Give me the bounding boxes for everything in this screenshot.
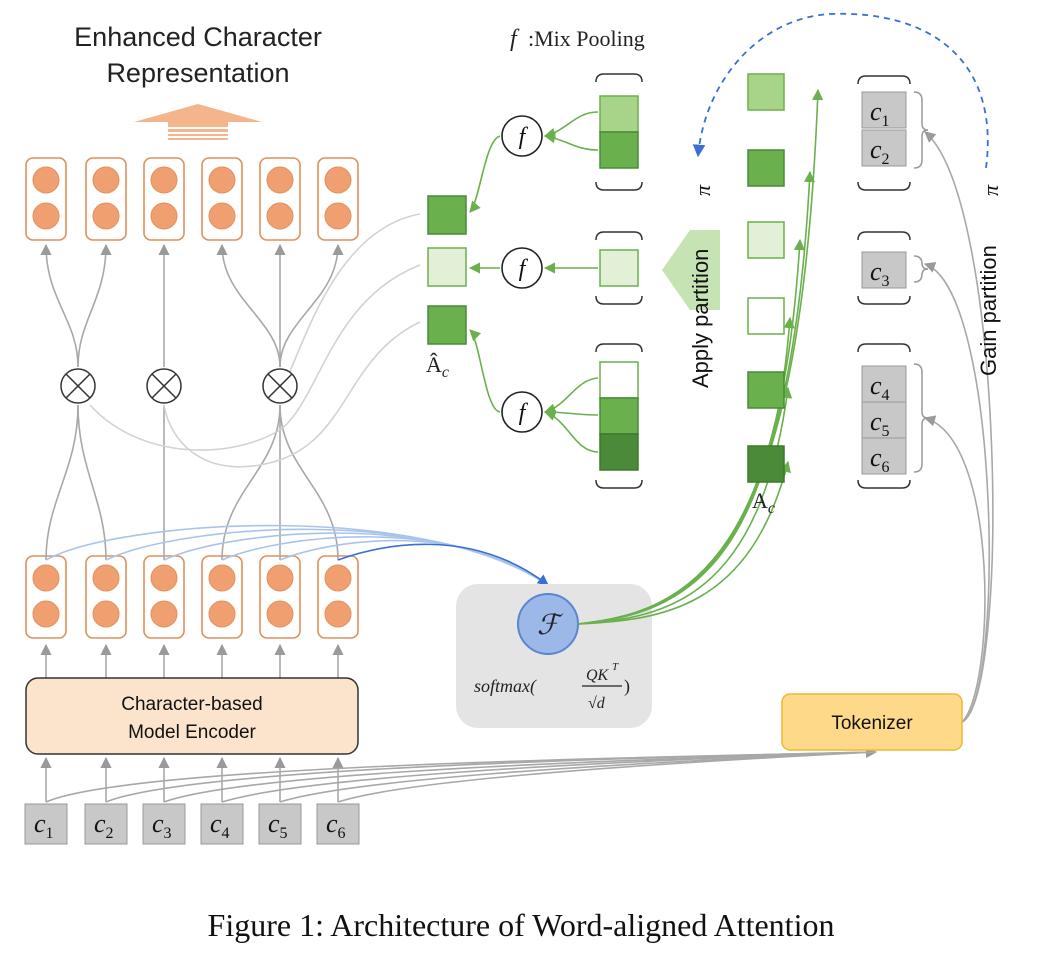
pooling-node: f bbox=[501, 391, 543, 433]
encoder-output-cells bbox=[25, 555, 359, 639]
output-cell bbox=[85, 157, 127, 241]
character-box: c3 bbox=[142, 803, 186, 845]
tokenizer-box bbox=[781, 693, 963, 751]
pooling-lines bbox=[468, 111, 599, 453]
formula-prefix: softmax( bbox=[474, 676, 537, 697]
gain-partition-pi: π bbox=[978, 184, 1003, 196]
word-group-char: c6 bbox=[870, 443, 890, 476]
output-cell bbox=[143, 157, 185, 241]
output-cell bbox=[317, 157, 359, 241]
pooling-node-symbol: f bbox=[519, 256, 529, 282]
formula-sup: T bbox=[612, 661, 619, 673]
tokenizer-label: Tokenizer bbox=[831, 713, 913, 734]
character-box: c4 bbox=[200, 803, 244, 845]
pooling-nodes: f f f bbox=[501, 115, 543, 433]
word-group-char: c4 bbox=[870, 371, 890, 404]
title-line2: Representation bbox=[106, 58, 289, 88]
apply-partition-pi: π bbox=[690, 184, 715, 196]
attention-matrix bbox=[747, 73, 785, 483]
attention-matrix-label: Ac bbox=[752, 488, 775, 517]
multiply-node bbox=[262, 368, 298, 404]
encoder-label-line2: Model Encoder bbox=[128, 722, 256, 743]
encoder-label-line1: Character-based bbox=[121, 694, 263, 715]
pooled-feedback-lines bbox=[89, 213, 421, 468]
pooled-matrix-label: Âc bbox=[426, 352, 449, 381]
word-group-char: c5 bbox=[870, 407, 890, 440]
encoder-output-cell bbox=[201, 555, 243, 639]
pooling-node-symbol: f bbox=[519, 124, 529, 150]
attention-input-lines bbox=[45, 524, 549, 586]
title-line1: Enhanced Character bbox=[74, 22, 322, 52]
pooling-groups bbox=[595, 73, 643, 489]
partition-dashed-arrow bbox=[692, 12, 989, 169]
pooling-group bbox=[595, 343, 643, 489]
encoder-box bbox=[25, 677, 359, 755]
character-box: c6 bbox=[316, 803, 360, 845]
apply-partition-label: Apply partition bbox=[688, 249, 713, 388]
word-group-char: c3 bbox=[870, 257, 890, 290]
output-cell bbox=[25, 157, 67, 241]
output-arrow bbox=[134, 104, 262, 140]
formula-numerator: QK bbox=[586, 667, 610, 684]
apply-partition-arrow bbox=[662, 230, 720, 310]
figure-caption: Figure 1: Architecture of Word-aligned A… bbox=[208, 907, 835, 943]
pooling-group bbox=[595, 73, 643, 191]
character-label: c6 bbox=[326, 809, 346, 842]
character-label: c1 bbox=[34, 809, 54, 842]
output-cell bbox=[259, 157, 301, 241]
pooling-node: f bbox=[501, 247, 543, 289]
character-box: c2 bbox=[84, 803, 128, 845]
character-label: c3 bbox=[152, 809, 172, 842]
word-group: c3 bbox=[857, 231, 929, 305]
pooling-node: f bbox=[501, 115, 543, 157]
pooling-group bbox=[595, 231, 643, 305]
pooling-node-symbol: f bbox=[519, 400, 529, 426]
formula-denominator: √d bbox=[588, 695, 606, 712]
output-cell bbox=[201, 157, 243, 241]
attention-formula: softmax( QK T √d ) bbox=[474, 661, 630, 712]
encoder-output-cell bbox=[85, 555, 127, 639]
character-box: c5 bbox=[258, 803, 302, 845]
attention-output-lines bbox=[577, 88, 824, 625]
character-box: c1 bbox=[24, 803, 68, 845]
formula-suffix: ) bbox=[624, 676, 630, 697]
word-group-char: c1 bbox=[870, 97, 890, 130]
multiply-nodes bbox=[60, 368, 298, 404]
word-group-char: c2 bbox=[870, 135, 890, 168]
connection-lines bbox=[40, 131, 994, 803]
character-label: c5 bbox=[268, 809, 288, 842]
encoder-output-cell bbox=[317, 555, 359, 639]
multiply-node bbox=[146, 368, 182, 404]
character-inputs: c1 c2 c3 c4 c5 c6 bbox=[24, 803, 360, 845]
multiply-node bbox=[60, 368, 96, 404]
encoder-output-cell bbox=[143, 555, 185, 639]
encoder-output-cell bbox=[259, 555, 301, 639]
encoder-output-cell bbox=[25, 555, 67, 639]
character-label: c4 bbox=[210, 809, 230, 842]
character-label: c2 bbox=[94, 809, 114, 842]
mix-pooling-label: :Mix Pooling bbox=[528, 26, 645, 51]
pooled-matrix bbox=[427, 195, 467, 345]
output-cells bbox=[25, 157, 359, 241]
gain-partition-label: Gain partition bbox=[976, 245, 1001, 376]
mix-pooling-symbol: f bbox=[510, 26, 520, 52]
